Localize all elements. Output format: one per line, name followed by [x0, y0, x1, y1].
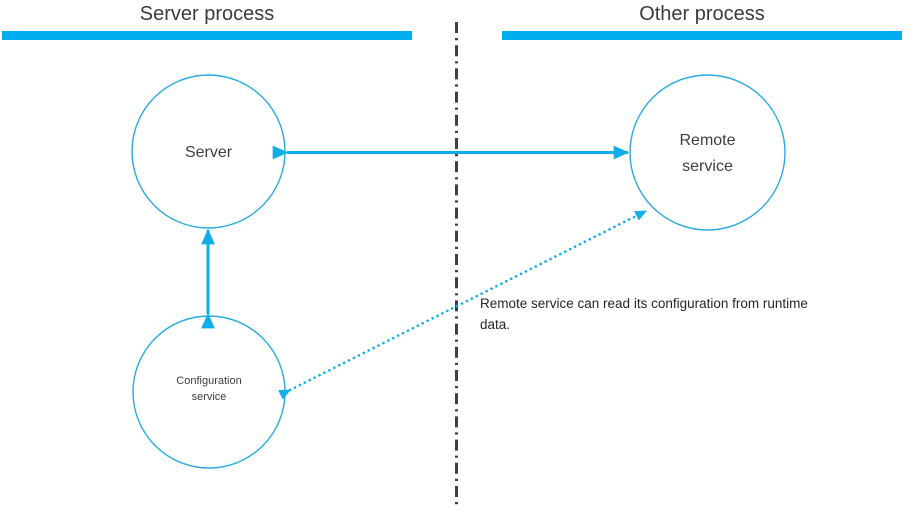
header-title-other-process: Other process	[639, 3, 765, 25]
header-bar-other-process	[502, 31, 902, 40]
annotation-remote-service-note: Remote service can read its configuratio…	[480, 296, 808, 332]
header-bar-server-process	[2, 31, 412, 40]
node-label-server: Server	[184, 144, 233, 161]
connector-configuration-service-remote-service[interactable]	[278, 209, 648, 400]
header-title-server-process: Server process	[139, 3, 275, 25]
node-circle-remote-service[interactable]	[629, 74, 786, 231]
node-label-configuration-service: Configuration service	[176, 375, 242, 403]
node-label-remote-service: Remote service	[679, 132, 736, 175]
